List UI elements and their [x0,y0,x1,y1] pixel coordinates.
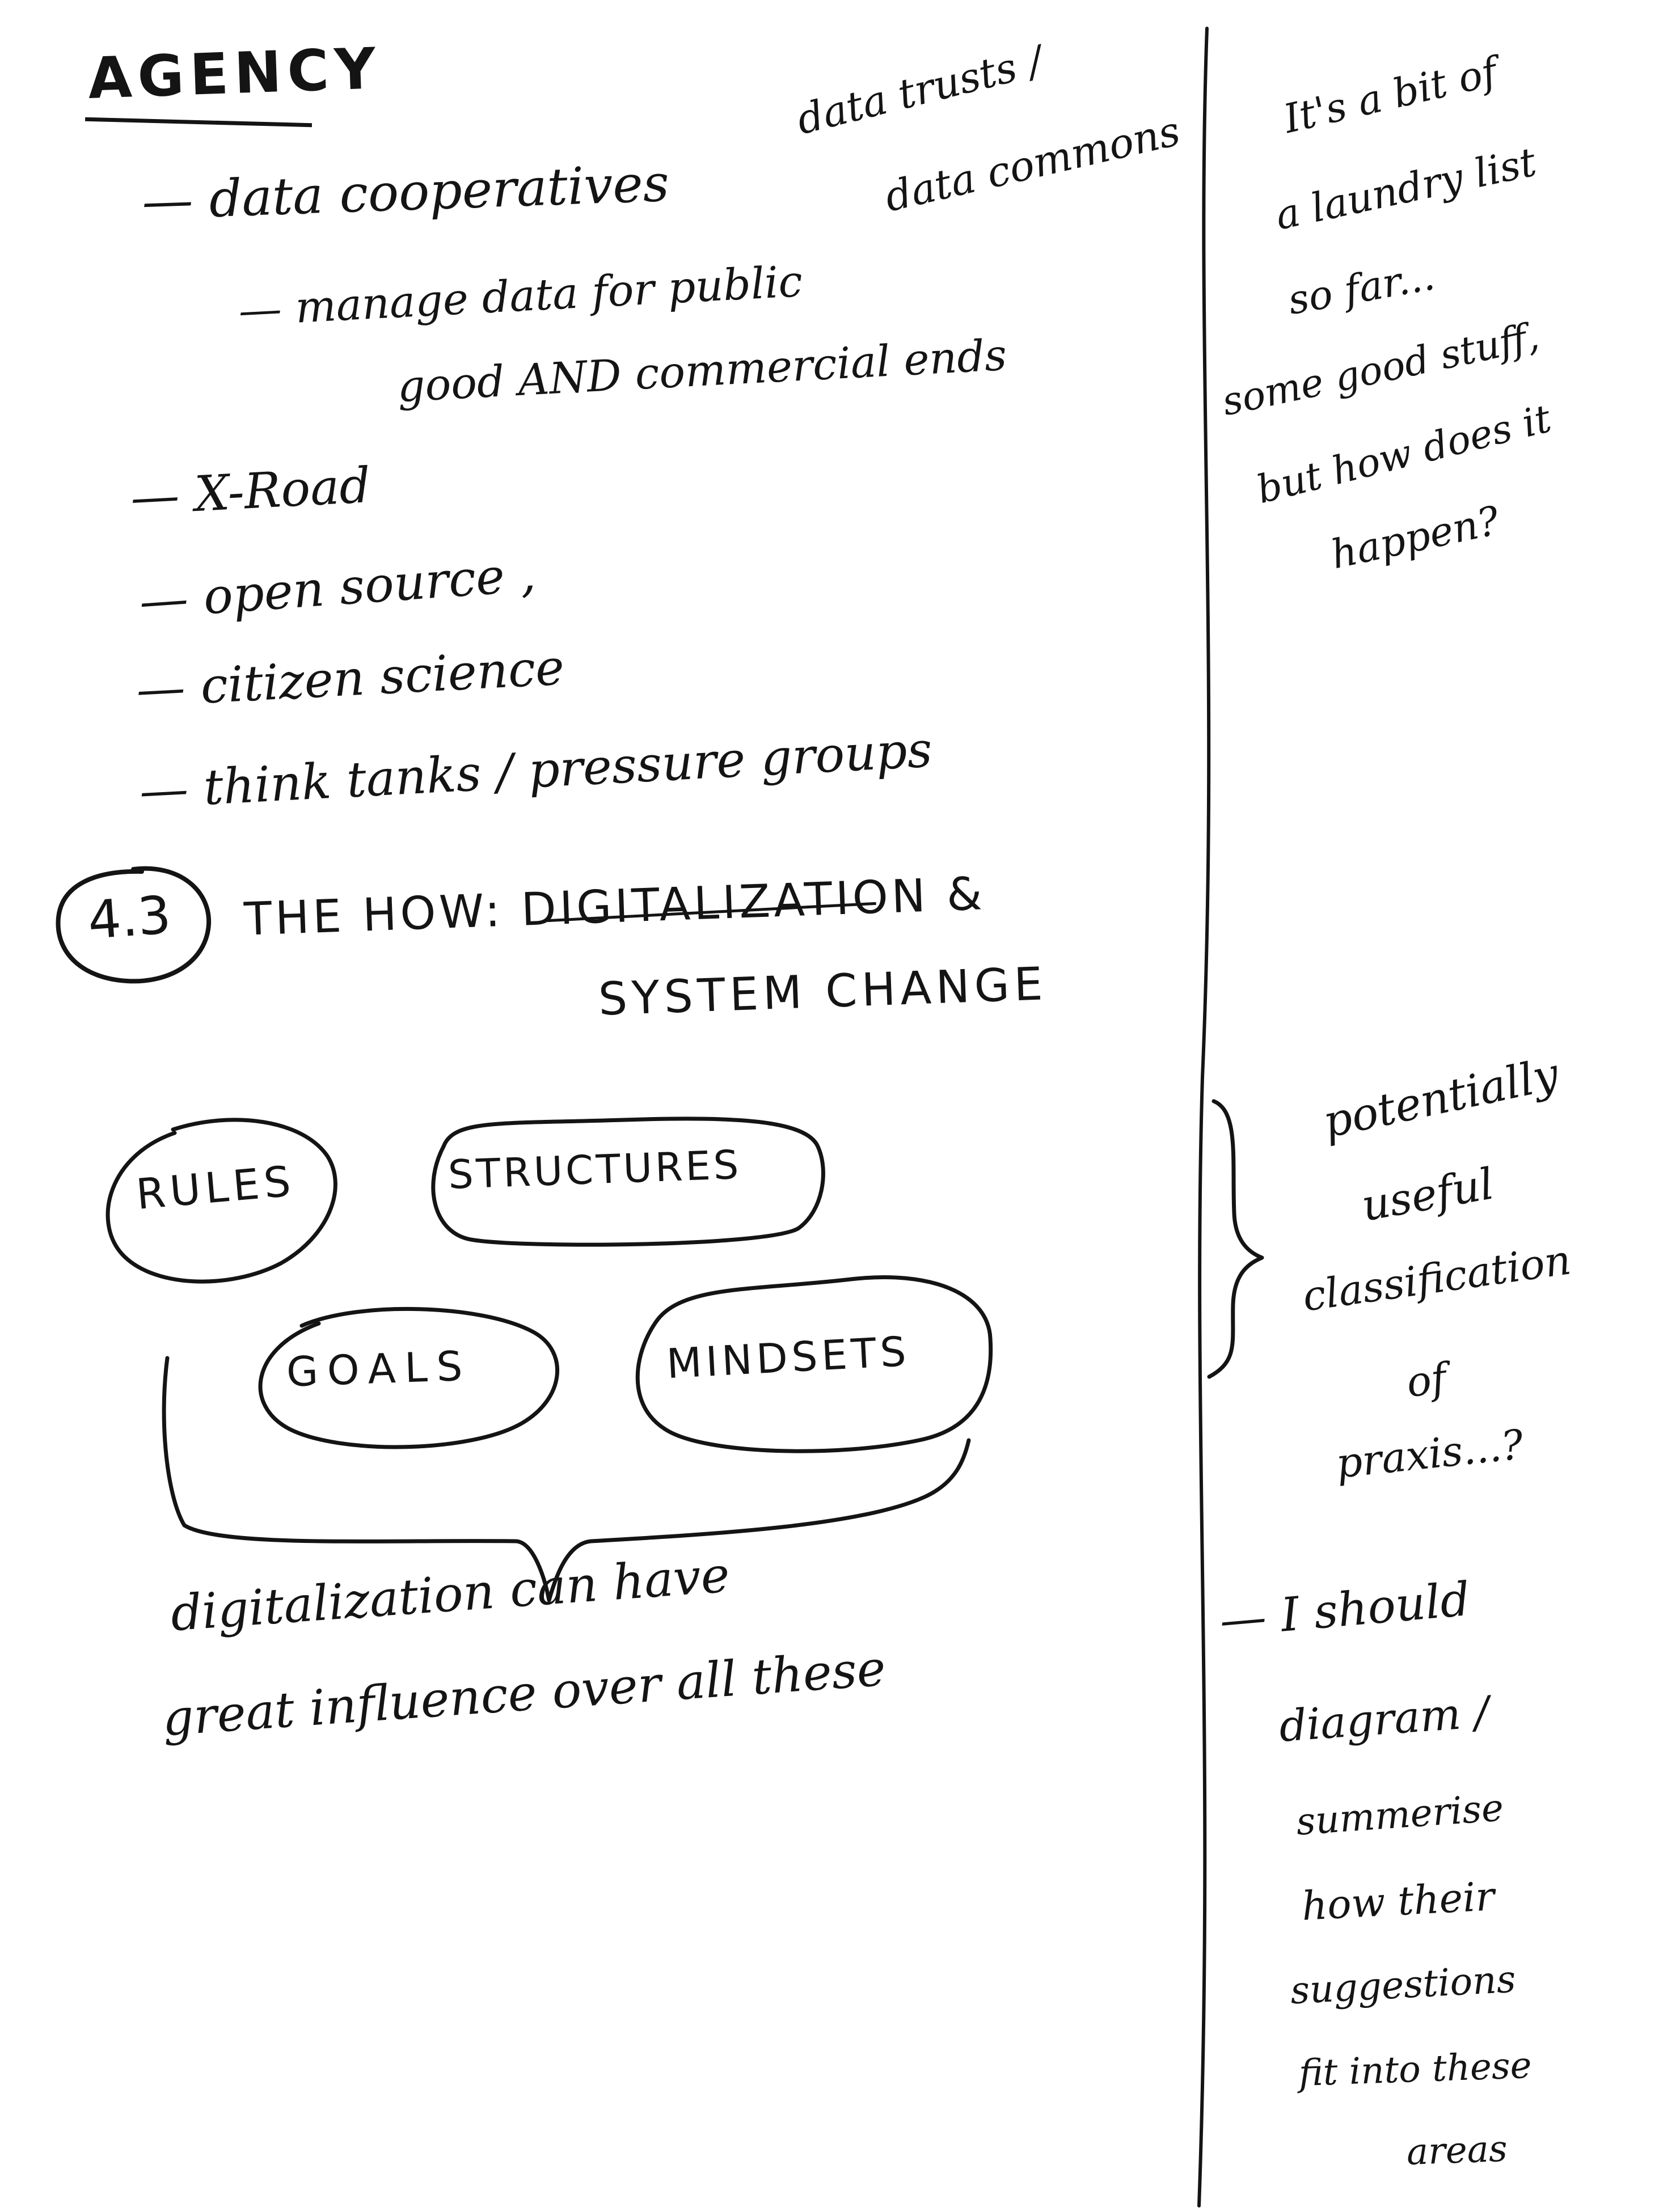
structures-blob-outline [431,1116,825,1247]
mindsets-blob-outline [635,1275,993,1453]
rules-blob-outline [105,1118,337,1284]
margin-todo-line7: areas [1405,2128,1508,2174]
margin-todo-line4: how their [1301,1873,1496,1930]
classification-brace [1207,1099,1264,1379]
margin-todo-line6: fit into these [1298,2044,1533,2095]
section-number-circle [56,866,212,984]
margin-classification-line4: of [1403,1354,1450,1407]
goals-blob-outline [258,1307,560,1449]
diagram-bracket [162,1356,971,1602]
